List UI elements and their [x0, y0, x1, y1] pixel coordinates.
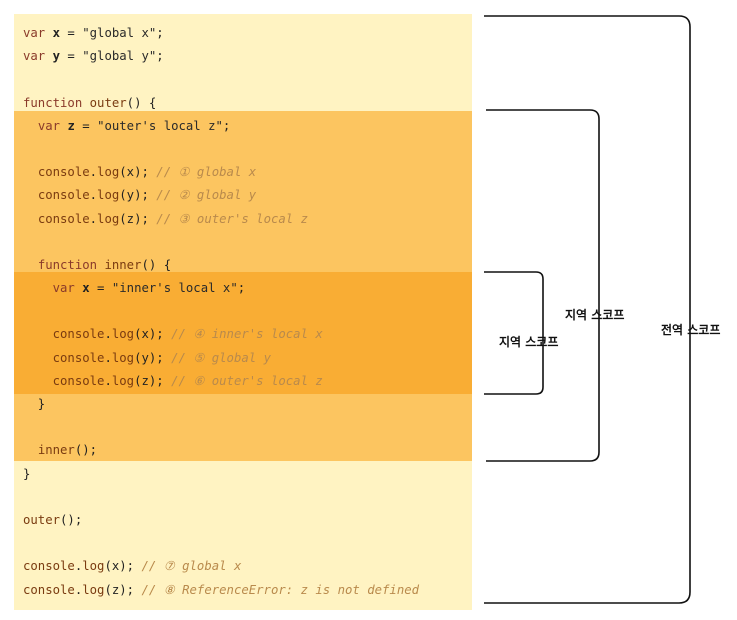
code-token: y: [52, 49, 61, 64]
code-token: ();: [60, 512, 83, 527]
code-token: log: [82, 559, 105, 574]
code-line: }: [23, 393, 419, 416]
code-token: console: [52, 373, 105, 388]
code-token: (x);: [104, 559, 142, 574]
code-line: outer();: [23, 509, 419, 532]
code-token: console: [52, 327, 105, 342]
code-token: log: [111, 350, 135, 365]
code-token: console: [37, 188, 90, 203]
code-token: (z);: [134, 373, 172, 388]
code-token: function: [23, 95, 90, 110]
code-token: (x);: [134, 327, 172, 342]
code-token: console: [52, 350, 105, 365]
code-line: console.log(y); // ⑤ global y: [23, 347, 419, 370]
code-token: (y);: [119, 188, 157, 203]
code-token: // ⑥ outer's local z: [171, 373, 323, 388]
code-token: x: [52, 26, 61, 40]
code-token: }: [23, 397, 46, 411]
inner-scope-label: 지역 스코프: [499, 335, 559, 349]
code-token: (z);: [119, 211, 157, 226]
code-token: z: [67, 118, 75, 133]
code-line: inner();: [23, 439, 419, 462]
code-line: var x = "inner's local x";: [23, 277, 419, 300]
code-token: ;: [156, 26, 164, 40]
code-line: console.log(z); // ③ outer's local z: [23, 208, 419, 231]
code-line: function outer() {: [23, 92, 419, 115]
code-line: var x = "global x";: [23, 22, 419, 45]
code-token: x: [82, 281, 90, 296]
code-token: ;: [156, 49, 164, 64]
code-token: outer: [23, 512, 61, 527]
code-token: log: [97, 211, 120, 226]
code-token: "global x": [82, 26, 157, 40]
code-token: (y);: [134, 350, 172, 365]
code-line: console.log(x); // ① global x: [23, 161, 419, 184]
code-token: .: [89, 188, 98, 203]
code-token: ;: [237, 281, 246, 296]
code-token: inner: [104, 257, 142, 272]
code-token: console: [37, 165, 90, 180]
code-token: .: [89, 211, 98, 226]
code-token: console: [23, 559, 75, 574]
code-token: // ④ inner's local x: [171, 327, 323, 342]
code-token: .: [74, 582, 83, 597]
code-token: ();: [74, 443, 98, 458]
code-token: log: [111, 327, 135, 342]
code-token: =: [60, 26, 83, 40]
code-line: }: [23, 463, 419, 486]
code-token: inner: [37, 443, 75, 458]
code-line: console.log(x); // ⑦ global x: [23, 555, 419, 578]
code-line: function inner() {: [23, 254, 419, 277]
code-token: ;: [222, 118, 231, 133]
code-token: log: [82, 582, 105, 597]
code-token: var: [23, 26, 53, 40]
code-token: () {: [141, 257, 172, 272]
global-scope-label: 전역 스코프: [661, 323, 721, 337]
code-token: =: [60, 49, 83, 64]
code-token: // ① global x: [156, 165, 257, 180]
global-scope-bracket: [484, 15, 691, 604]
code-token: // ② global y: [156, 188, 257, 203]
code-token: // ⑦ global x: [141, 559, 242, 574]
code-listing: var x = "global x";var y = "global y"; f…: [23, 22, 419, 602]
code-line: var z = "outer's local z";: [23, 115, 419, 138]
code-token: console: [23, 582, 75, 597]
code-token: .: [74, 559, 83, 574]
outer-scope-bracket: [486, 109, 600, 462]
code-token: .: [89, 165, 98, 180]
code-token: "global y": [82, 49, 157, 64]
code-token: =: [74, 118, 98, 133]
code-token: () {: [126, 95, 157, 110]
code-line: console.log(x); // ④ inner's local x: [23, 323, 419, 346]
code-line: console.log(z); // ⑧ ReferenceError: z i…: [23, 579, 419, 602]
code-token: log: [111, 373, 135, 388]
code-line: console.log(y); // ② global y: [23, 184, 419, 207]
inner-scope-bracket: [484, 271, 544, 395]
outer-scope-label: 지역 스코프: [565, 308, 625, 322]
code-token: // ⑧ ReferenceError: z is not defined: [141, 582, 420, 597]
code-token: (x);: [119, 165, 157, 180]
code-token: .: [104, 373, 112, 388]
code-line: console.log(z); // ⑥ outer's local z: [23, 370, 419, 393]
code-token: log: [97, 188, 120, 203]
code-token: // ⑤ global y: [171, 350, 271, 365]
inner-function-scope-region: [14, 272, 472, 394]
code-token: var: [52, 281, 83, 296]
code-token: var: [37, 118, 68, 133]
code-token: =: [89, 281, 112, 296]
code-token: function: [37, 257, 105, 272]
code-token: .: [104, 327, 112, 342]
code-token: // ③ outer's local z: [156, 211, 308, 226]
code-token: console: [37, 211, 90, 226]
code-token: "inner's local x": [111, 281, 238, 296]
code-token: "outer's local z": [97, 118, 223, 133]
code-token: .: [104, 350, 112, 365]
code-token: (z);: [104, 582, 142, 597]
code-token: }: [23, 466, 31, 481]
code-token: log: [97, 165, 120, 180]
code-token: outer: [89, 95, 127, 110]
code-line: var y = "global y";: [23, 45, 419, 68]
code-token: var: [23, 49, 53, 64]
